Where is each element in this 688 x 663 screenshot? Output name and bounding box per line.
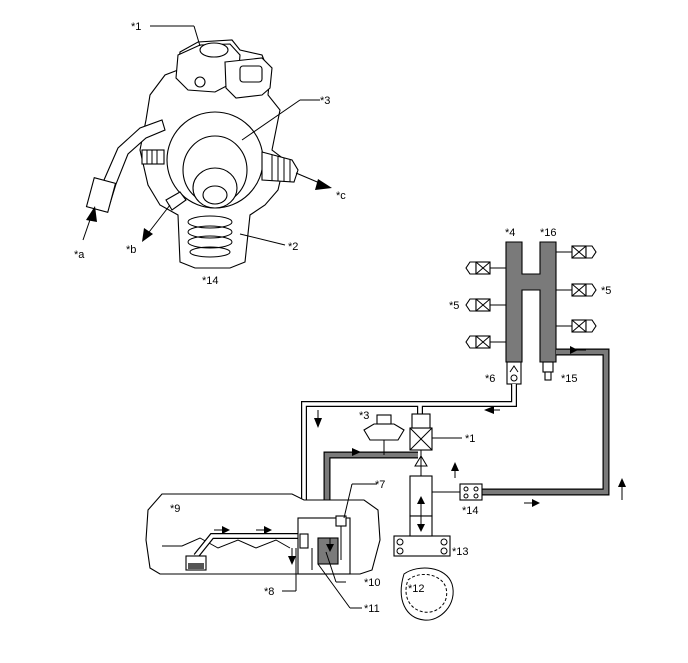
pump-schematic (363, 413, 483, 621)
pressure-relief-valve (506, 361, 522, 385)
outlet-fitting (261, 151, 299, 183)
label-pb: *b (126, 244, 136, 256)
plunger-top (202, 185, 228, 205)
label-p2: *2 (288, 241, 298, 253)
feed-pipe (323, 451, 418, 520)
label-s6: *6 (485, 373, 495, 385)
label-s1: *1 (465, 433, 475, 445)
filter-element (188, 563, 204, 569)
label-s11: *11 (364, 603, 380, 615)
tank-jet-pipe (193, 533, 300, 558)
label-s10: *10 (364, 577, 381, 589)
label-s4: *4 (505, 227, 515, 239)
plunger-spring (187, 215, 233, 258)
solenoid-cap (199, 42, 229, 58)
bolt-head (194, 76, 206, 88)
label-s13: *13 (452, 546, 469, 558)
label-s5r: *5 (601, 285, 611, 297)
label-s16: *16 (540, 227, 557, 239)
label-p3: *3 (320, 95, 330, 107)
label-p14: *14 (202, 275, 219, 287)
label-p1: *1 (131, 21, 141, 33)
injectors-right (556, 245, 597, 333)
fuel-rails (505, 241, 557, 363)
label-s5l: *5 (449, 300, 459, 312)
high-pressure-pipe (482, 348, 610, 496)
label-s12: *12 (408, 583, 425, 595)
label-s9: *9 (170, 503, 180, 515)
mounting-stud (141, 149, 165, 165)
connector-latch (239, 65, 263, 83)
label-s8: *8 (264, 586, 274, 598)
fuel-pump-illustration (82, 25, 332, 269)
injectors-left (465, 261, 506, 349)
tank-pump-assembly (297, 515, 351, 575)
fuel-pressure-sensor (542, 361, 554, 381)
label-s14: *14 (462, 505, 479, 517)
leader-lines (282, 437, 462, 609)
label-pc: *c (336, 190, 346, 202)
label-s7: *7 (375, 479, 385, 491)
label-s15: *15 (561, 373, 578, 385)
inlet-pipe-end (85, 176, 117, 214)
return-nipple (165, 191, 187, 211)
label-s3: *3 (359, 410, 369, 422)
flow-arrows (214, 346, 626, 565)
label-pa: *a (74, 249, 85, 261)
